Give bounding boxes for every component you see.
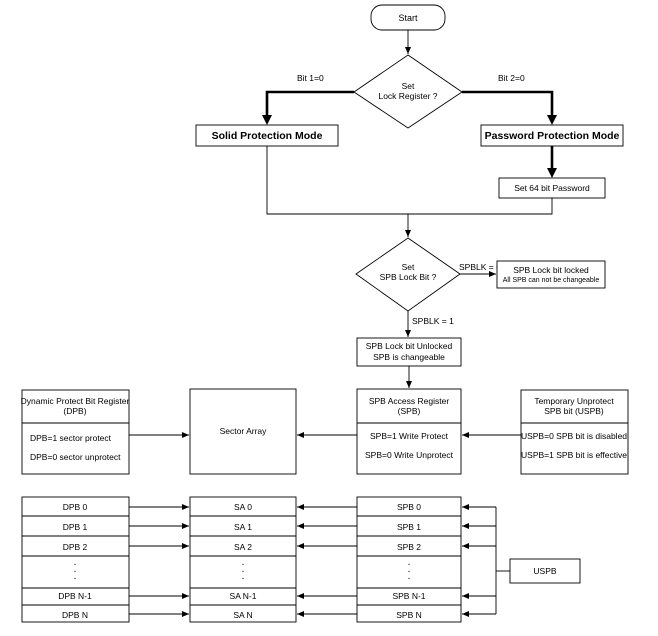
merge-line	[266, 146, 553, 215]
sector-array-box	[189, 388, 297, 475]
start-label: Start	[398, 13, 418, 23]
dpb-line1: DPB=1 sector protect	[30, 433, 112, 443]
lock-decision-line1: Set	[402, 81, 415, 91]
dpb-row-label: DPB N-1	[58, 591, 92, 601]
sector-array-label: Sector Array	[220, 426, 268, 436]
spb-decision-line2: SPB Lock Bit ?	[380, 272, 437, 282]
sa-row-label: SA 2	[234, 542, 252, 552]
lock-decision-line2: Lock Register ?	[378, 91, 437, 101]
password-protection-mode-label: Password Protection Mode	[485, 130, 620, 142]
sa-row-label: SA 1	[234, 522, 252, 532]
spb-ellipsis-dot: .	[408, 557, 411, 568]
row-dividers	[22, 515, 461, 606]
uspb-line1: USPB=0 SPB bit is disabled	[521, 431, 627, 441]
spb-unlocked-line2: SPB is changeable	[373, 352, 445, 362]
sa-ellipsis-dot: .	[242, 557, 245, 568]
spb-locked-line2: All SPB can not be changeable	[503, 277, 600, 284]
bit1-branch-arrowhead	[262, 115, 272, 125]
spb-ellipsis-dot: .	[408, 564, 411, 575]
dpb-row-label: DPB 0	[63, 502, 88, 512]
uspb-line2: USPB=1 SPB bit is effective	[521, 450, 627, 460]
dpb-line2: DPB=0 sector unprotect	[30, 452, 121, 462]
bit1-branch-line	[265, 90, 354, 117]
password-to-set-arrowhead	[547, 168, 557, 178]
spb-title-line1: SPB Access Register	[369, 396, 449, 406]
spb-array-column	[356, 496, 462, 623]
sa-ellipsis-dot: .	[242, 571, 245, 582]
dpb-title-line2: (DPB)	[63, 406, 86, 416]
dpb-row-label: DPB 1	[63, 522, 88, 532]
sa-row-label: SA 0	[234, 502, 252, 512]
lock-register-decision	[353, 54, 463, 129]
bit2-branch-line	[462, 90, 554, 117]
spb-row-label: SPB 0	[397, 502, 421, 512]
spb-row-label: SPB 1	[397, 522, 421, 532]
ellipsis-dots: . . . . . . . . .	[74, 557, 411, 582]
spb-ellipsis-dot: .	[408, 571, 411, 582]
uspb-register-box	[520, 389, 629, 475]
uspb-title-line1: Temporary Unprotect	[534, 396, 614, 406]
sa-array-column	[189, 496, 297, 623]
uspb-title-line2: SPB bit (USPB)	[544, 406, 604, 416]
set-password-label: Set 64 bit Password	[514, 183, 590, 193]
uspb-box-label: USPB	[533, 566, 556, 576]
dpb-row-label: DPB 2	[63, 542, 88, 552]
dpb-row-label: DPB N	[62, 610, 88, 620]
bit2-branch-arrowhead	[547, 115, 557, 125]
spb-locked-line1: SPB Lock bit locked	[513, 265, 589, 275]
sa-row: SA 0 SA 1 SA 2 SA N-1 SA N	[230, 502, 257, 620]
dpb-row: DPB 0 DPB 1 DPB 2 DPB N-1 DPB N	[58, 502, 92, 620]
spb-row-label: SPB 2	[397, 542, 421, 552]
bit1-label: Bit 1=0	[297, 73, 324, 83]
spb-row: SPB 0 SPB 1 SPB 2 SPB N-1 SPB N	[392, 502, 425, 620]
spb-line1: SPB=1 Write Protect	[370, 431, 449, 441]
spb-title-line2: (SPB)	[398, 406, 421, 416]
spb-line2: SPB=0 Write Unprotect	[365, 450, 454, 460]
spblk0-label: SPBLK = 0	[459, 262, 501, 272]
spblk1-label: SPBLK = 1	[412, 316, 454, 326]
array-rows: DPB 0 DPB 1 DPB 2 DPB N-1 DPB N SA 0 SA …	[58, 502, 426, 620]
dpb-ellipsis-dot: .	[74, 564, 77, 575]
dpb-register-box	[21, 389, 130, 475]
sa-ellipsis-dot: .	[242, 564, 245, 575]
spb-row-label: SPB N	[396, 610, 422, 620]
row-arrows	[129, 504, 357, 617]
spb-locked-box	[496, 260, 606, 289]
dpb-title-line1: Dynamic Protect Bit Register	[21, 396, 130, 406]
sa-row-label: SA N	[233, 610, 252, 620]
dpb-ellipsis-dot: .	[74, 557, 77, 568]
bit2-label: Bit 2=0	[498, 73, 525, 83]
dpb-array-column	[21, 496, 130, 623]
sa-row-label: SA N-1	[230, 591, 257, 601]
spb-register-box	[356, 388, 462, 475]
uspb-bus	[462, 504, 510, 617]
solid-protection-mode-label: Solid Protection Mode	[212, 130, 323, 142]
spb-unlocked-line1: SPB Lock bit Unlocked	[366, 341, 453, 351]
spb-decision-line1: Set	[402, 262, 415, 272]
spb-row-label: SPB N-1	[392, 591, 425, 601]
dpb-ellipsis-dot: .	[74, 571, 77, 582]
uspb-box	[509, 558, 581, 584]
